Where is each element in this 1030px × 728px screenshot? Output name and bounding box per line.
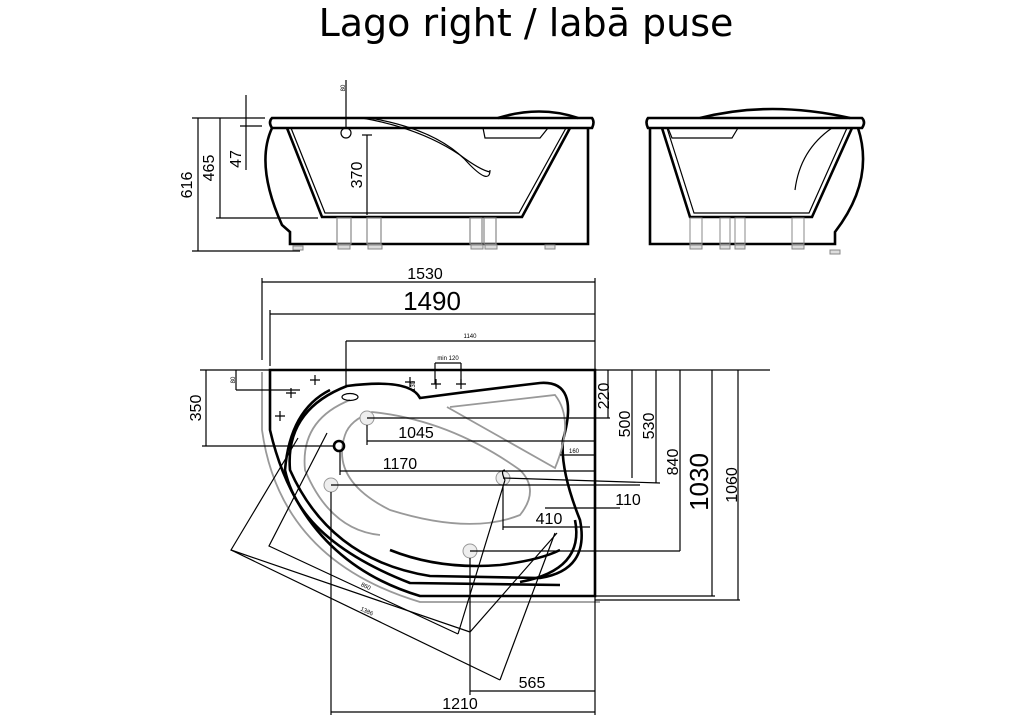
dim-1210: 1210	[442, 696, 478, 713]
side-view: 616 465 47 370 80	[179, 80, 595, 252]
dim-465: 465	[201, 155, 218, 182]
dim-1140: 1140	[464, 334, 478, 340]
dim-530: 530	[641, 413, 658, 440]
dim-1030: 1030	[684, 453, 714, 511]
dim-47: 47	[228, 150, 245, 168]
dim-130: 130	[411, 380, 417, 391]
dim-110: 110	[615, 492, 641, 509]
dim-1170: 1170	[383, 456, 418, 473]
dim-80-overflow: 80	[341, 84, 347, 91]
end-view	[645, 107, 866, 255]
dim-min-120: min 120	[437, 356, 459, 362]
dim-1386: 1386	[359, 607, 374, 618]
dim-500: 500	[617, 411, 634, 438]
dim-565: 565	[519, 675, 546, 692]
dim-160: 160	[569, 449, 580, 455]
dim-80: 80	[231, 376, 237, 383]
plan-view: 1530 1490 1140 min 120 350 80 130 1045 1…	[188, 266, 770, 715]
dim-616: 616	[179, 172, 196, 199]
dim-1490: 1490	[403, 286, 461, 316]
dim-1045: 1045	[398, 425, 434, 442]
dim-410: 410	[536, 511, 563, 528]
dim-1530: 1530	[407, 266, 443, 283]
dim-220: 220	[596, 383, 613, 410]
dim-1060: 1060	[724, 467, 741, 503]
dim-350: 350	[188, 395, 205, 422]
dim-370: 370	[349, 162, 366, 189]
diagram-title: Lago right / labā puse	[318, 1, 734, 45]
dim-860: 860	[360, 582, 372, 592]
dim-840: 840	[665, 449, 682, 476]
